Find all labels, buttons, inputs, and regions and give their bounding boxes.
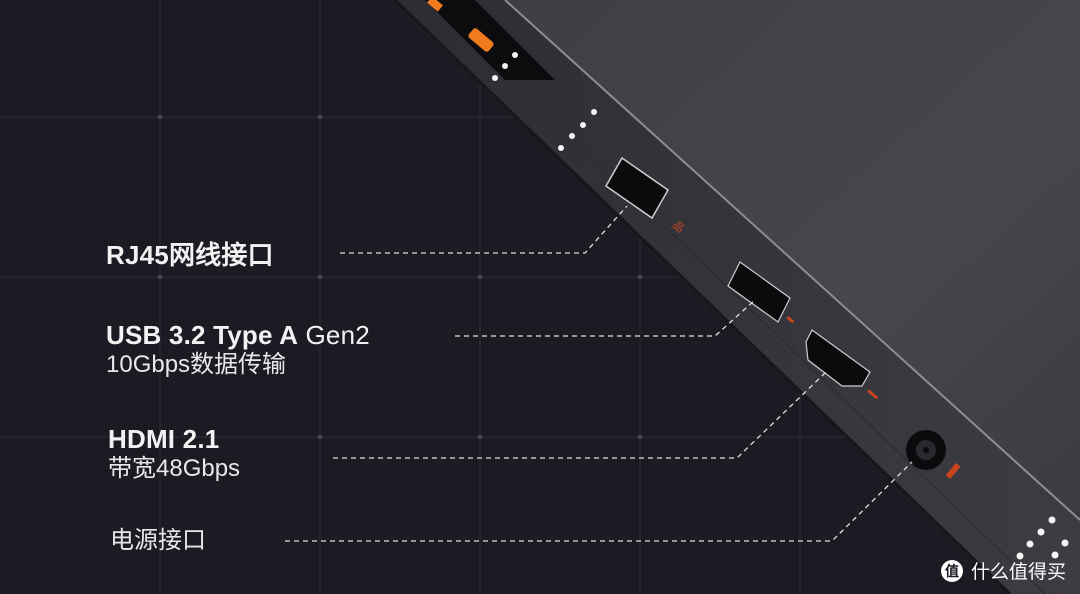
watermark: 值 什么值得买: [940, 557, 1066, 584]
callout-lines: [285, 205, 913, 542]
power-port: [906, 430, 961, 480]
hdmi-port: [805, 329, 879, 400]
label-hdmi: HDMI 2.1 带宽48Gbps: [108, 424, 240, 484]
label-rj45: RJ45网线接口: [106, 240, 274, 270]
label-power: 电源接口: [110, 526, 206, 556]
callout-line-hdmi: [333, 371, 827, 459]
callout-line-power: [285, 461, 913, 542]
label-usb-subtitle: 10Gbps数据传输: [106, 351, 287, 378]
label-power-title: 电源接口: [110, 527, 206, 554]
label-usb-title: USB 3.2 Type A Gen2: [106, 320, 370, 350]
vent-dots-bottom: [1016, 516, 1069, 560]
watermark-text: 什么值得买: [970, 562, 1066, 583]
label-hdmi-subtitle: 带宽48Gbps: [108, 455, 241, 482]
smzdm-logo-icon: 值: [940, 559, 963, 582]
label-rj45-title: RJ45网线接口: [106, 240, 274, 270]
label-hdmi-title: HDMI 2.1: [108, 424, 220, 454]
vent-grille: [425, 0, 597, 151]
usb-port: [727, 261, 795, 324]
callout-line-rj45: [340, 205, 628, 254]
label-usb: USB 3.2 Type A Gen2 10Gbps数据传输: [106, 320, 370, 380]
